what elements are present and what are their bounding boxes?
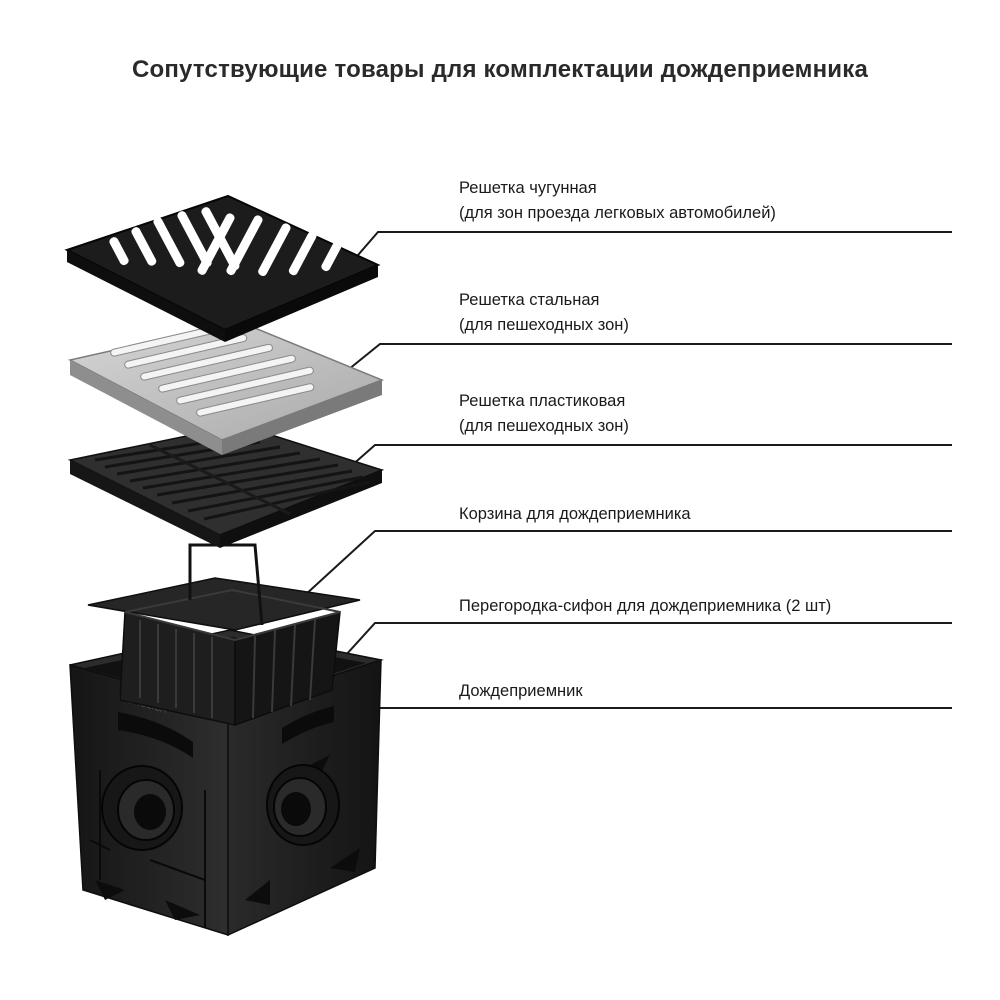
label-siphon-partition-name: Перегородка-сифон для дождеприемника (2 … <box>459 597 832 615</box>
label-storm-drain-name: Дождеприемник <box>459 682 583 700</box>
basket-and-siphon <box>87 543 361 727</box>
label-siphon-partition: Перегородка-сифон для дождеприемника (2 … <box>459 594 831 619</box>
leader-line-steel <box>332 343 952 383</box>
pipe-outlet-front <box>101 765 183 851</box>
label-plastic-grate-name: Решетка пластиковая <box>459 392 626 410</box>
leader-line-plastic <box>332 444 952 483</box>
page-title: Сопутствующие товары для комплектации до… <box>131 56 869 83</box>
plastic-grate <box>67 424 385 548</box>
leader-line-basket <box>303 530 952 597</box>
leader-line-drain <box>331 707 952 743</box>
label-cast-iron-grate: Решетка чугунная (для зон проезда легков… <box>459 176 776 226</box>
label-steel-grate-note: (для пешеходных зон) <box>459 316 629 334</box>
label-steel-grate: Решетка стальная (для пешеходных зон) <box>459 288 629 338</box>
label-cast-iron-grate-name: Решетка чугунная <box>459 179 597 197</box>
label-cast-iron-grate-note: (для зон проезда легковых автомобилей) <box>459 204 776 222</box>
cast-iron-grate <box>64 194 381 342</box>
label-basket: Корзина для дождеприемника <box>459 502 691 527</box>
steel-grate <box>67 321 385 455</box>
leader-line-siphon <box>334 622 952 668</box>
label-plastic-grate-note: (для пешеходных зон) <box>459 417 629 435</box>
label-storm-drain: Дождеприемник <box>459 679 583 704</box>
label-plastic-grate: Решетка пластиковая (для пешеходных зон) <box>459 389 629 439</box>
pipe-outlet-side <box>266 764 340 846</box>
label-steel-grate-name: Решетка стальная <box>459 291 600 309</box>
leader-line-cast-iron <box>351 231 952 263</box>
label-basket-name: Корзина для дождеприемника <box>459 505 691 523</box>
